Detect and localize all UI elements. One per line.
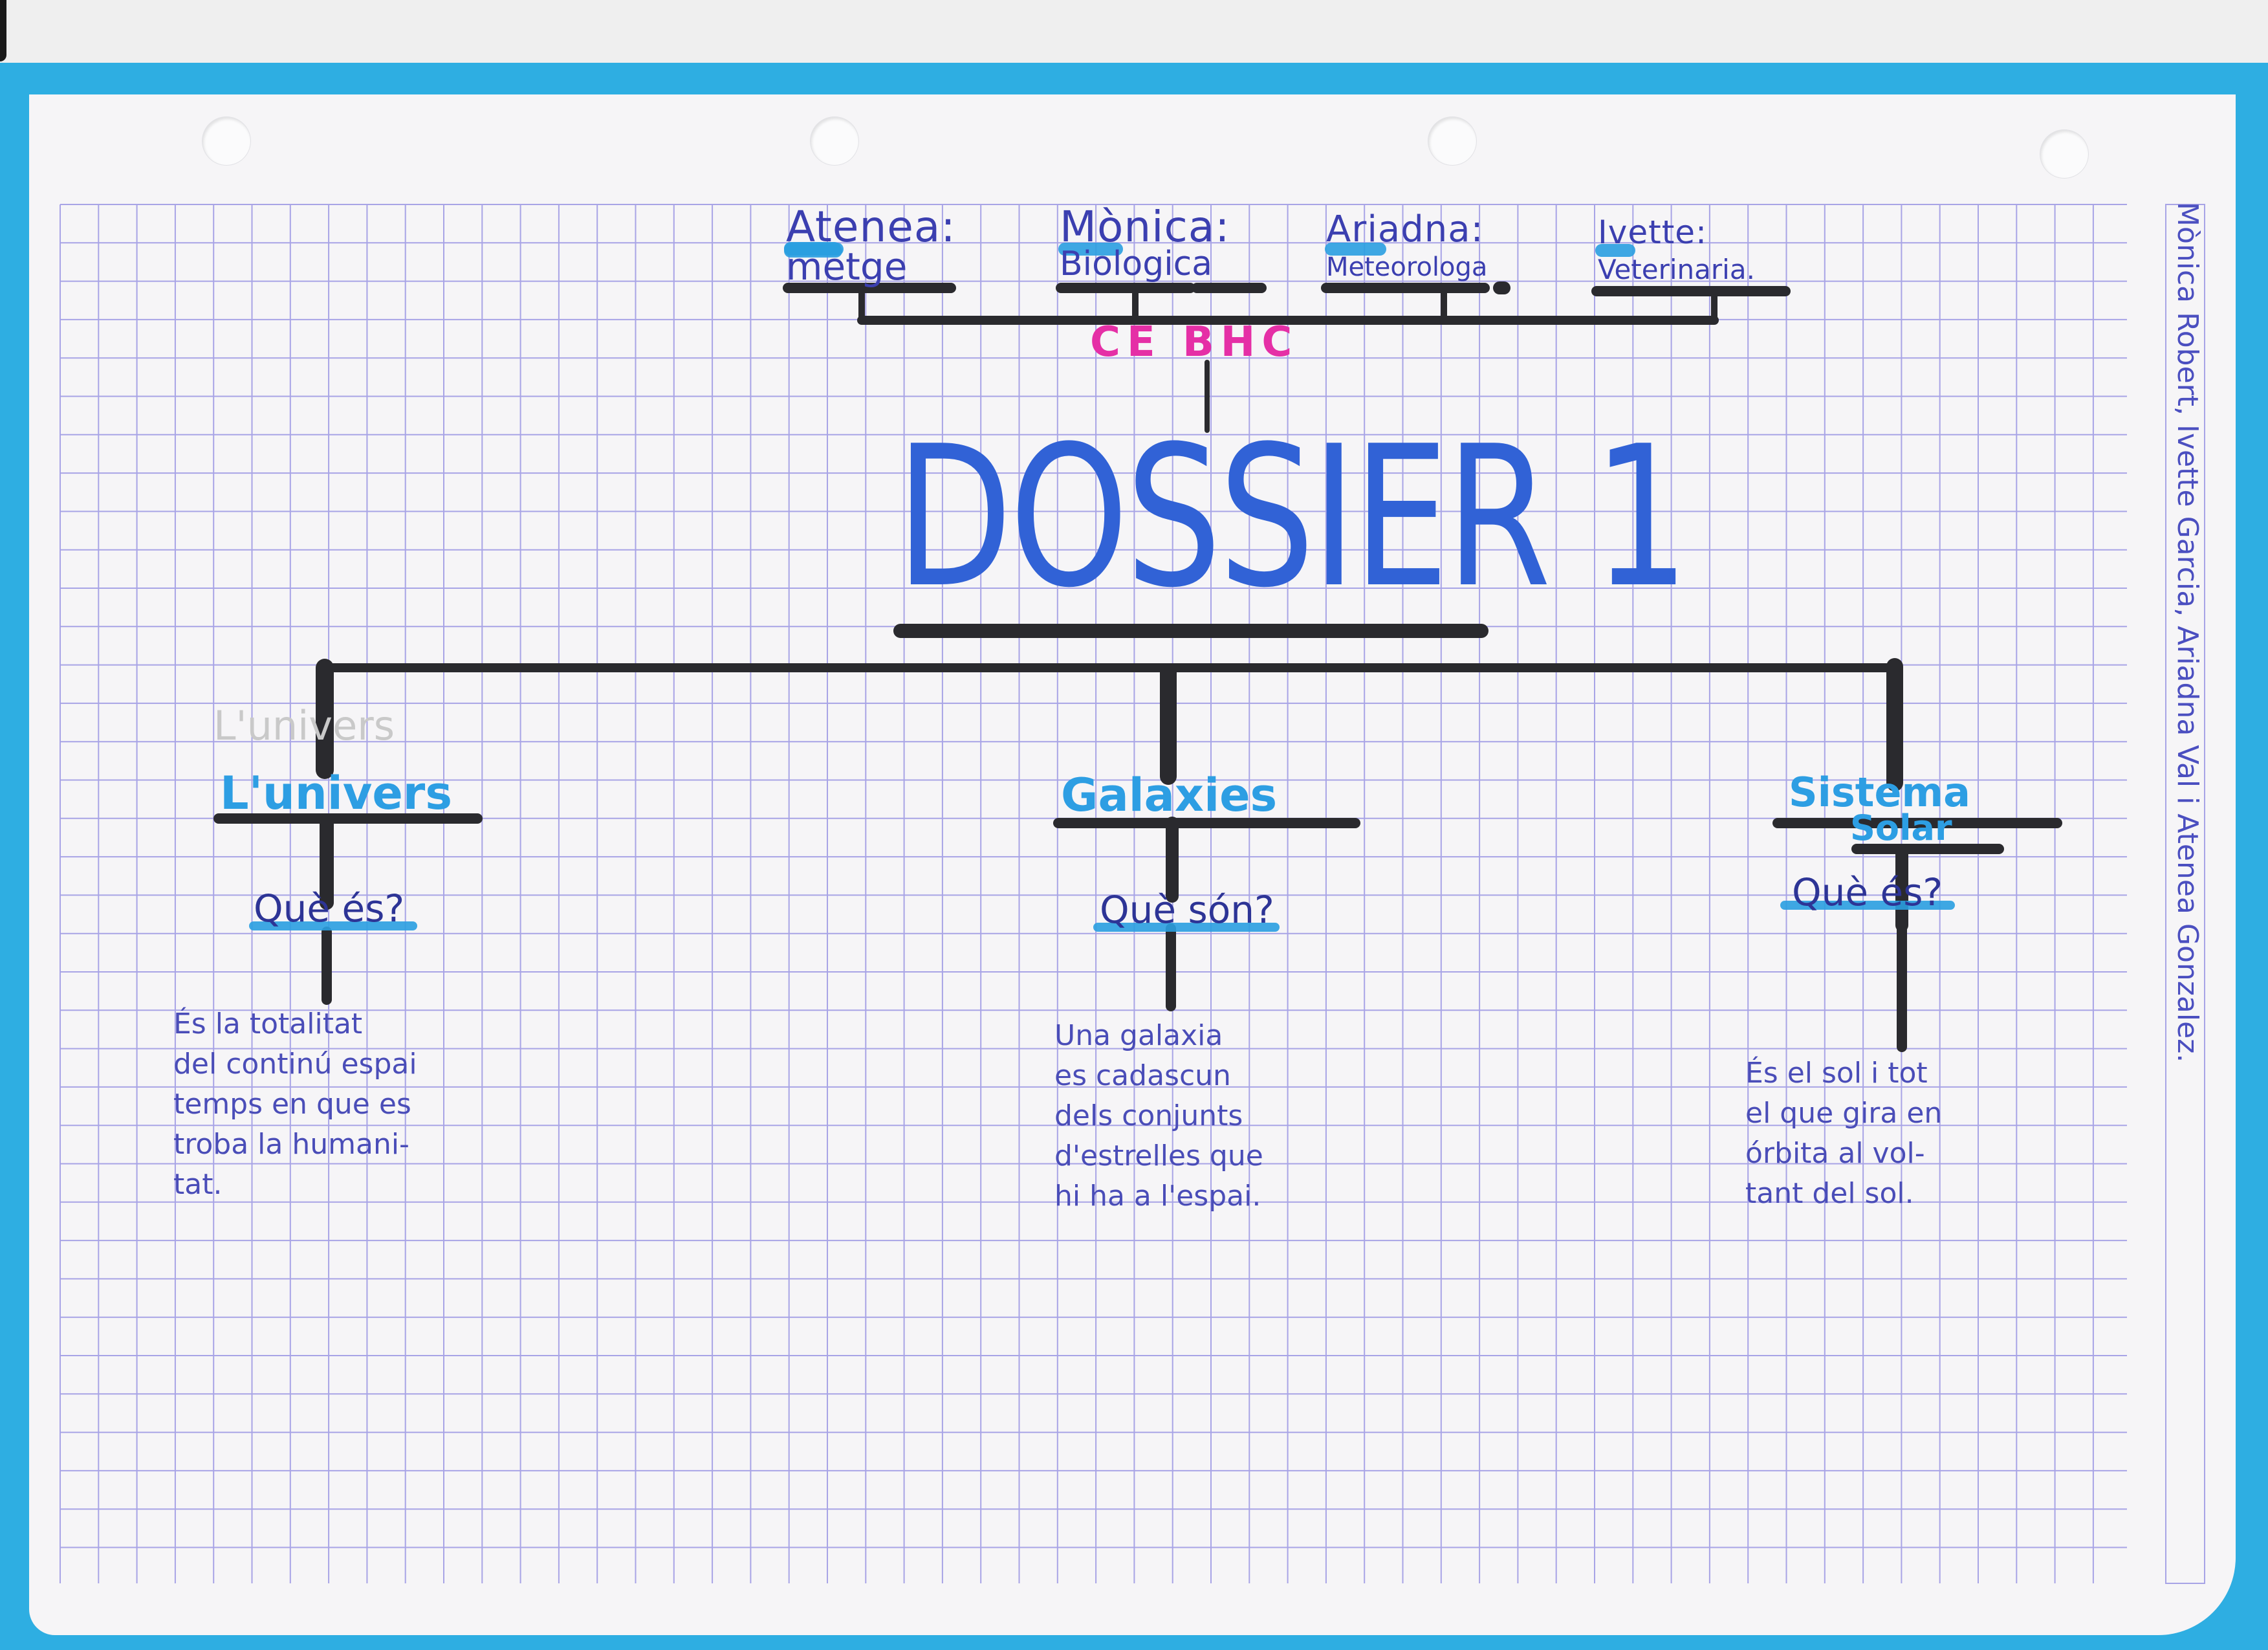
- question-highlight: [1780, 901, 1955, 910]
- topic-sistema: Sistema: [1789, 769, 1970, 816]
- graph-paper-sheet: [29, 94, 2236, 1635]
- role-highlight: [1325, 243, 1386, 256]
- main-title: DOSSIER 1: [896, 404, 1690, 630]
- scanner-edge: [0, 0, 6, 61]
- graph-grid: [60, 204, 2127, 1583]
- role-highlight: [1595, 244, 1635, 257]
- erased-pencil-text: L'univers: [213, 702, 395, 749]
- topic-galaxies: Galaxies: [1061, 769, 1278, 822]
- role-job-monica: Biologica: [1060, 245, 1213, 283]
- role-job-atenea: metge: [786, 245, 908, 289]
- punch-hole: [202, 117, 250, 165]
- authors-text: Mònica Robert, Ivette Garcia, Ariadna Va…: [2171, 202, 2204, 1063]
- role-job-ariadna: Meteorologa: [1326, 252, 1488, 282]
- answer-galaxies: Una galaxia es cadascun dels conjunts d'…: [1054, 1019, 1263, 1213]
- topic-solar: Solar: [1850, 808, 1952, 848]
- topic-univers: L'univers: [220, 767, 452, 820]
- group-label: CE BHC: [1090, 318, 1299, 366]
- role-job-ivette: Veterinaria.: [1598, 254, 1755, 285]
- question-highlight: [249, 921, 417, 930]
- punch-hole: [2040, 130, 2088, 178]
- question-univers: Què és?: [254, 886, 405, 930]
- answer-univers: És la totalitat del continú espai temps …: [173, 1007, 417, 1201]
- question-sistema-solar: Què és?: [1792, 870, 1943, 914]
- margin-box: [2165, 204, 2205, 1584]
- question-galaxies: Què són?: [1100, 888, 1274, 932]
- punch-hole: [811, 117, 858, 165]
- role-highlight: [1058, 243, 1123, 256]
- role-highlight: [784, 243, 844, 256]
- margin-authors: Mònica Robert, Ivette Garcia, Ariadna Va…: [2170, 202, 2204, 1587]
- question-highlight: [1093, 923, 1280, 932]
- punch-hole: [1428, 117, 1476, 165]
- connector-lines: [213, 281, 2062, 1052]
- answer-sistema-solar: És el sol i tot el que gira en órbita al…: [1745, 1057, 1943, 1210]
